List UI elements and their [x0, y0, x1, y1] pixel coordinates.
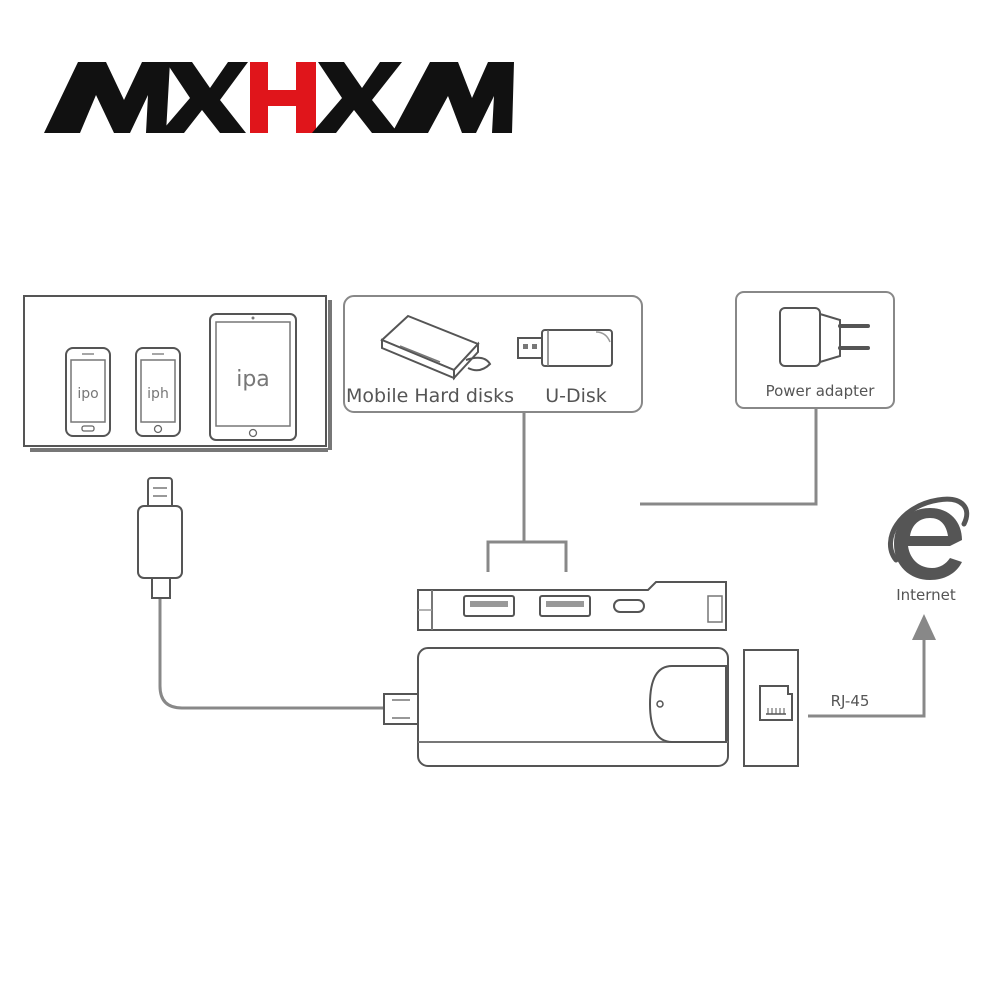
usb-port-1	[463, 595, 515, 617]
internet-arrow-head	[912, 614, 936, 640]
rj45-port-icon	[743, 649, 799, 767]
rj45-label: RJ-45	[831, 692, 870, 710]
brand-logo	[44, 62, 514, 133]
iphone-icon	[135, 347, 181, 437]
connection-lines	[158, 408, 926, 718]
ipod-label: ipo	[77, 386, 98, 402]
hard-disk-icon	[380, 314, 492, 381]
internet-label: Internet	[896, 586, 956, 604]
storage-panel: Mobile Hard disks U-Disk	[343, 295, 643, 413]
apple-devices-panel: ipo iph ipa	[23, 295, 332, 452]
hard-disk-label: Mobile Hard disks	[346, 385, 514, 407]
power-adapter-label: Power adapter	[766, 382, 876, 400]
ipad-label: ipa	[236, 367, 270, 392]
usb-port-2	[539, 595, 591, 617]
iphone-label: iph	[147, 386, 169, 402]
ipod-icon	[65, 347, 111, 437]
power-adapter-icon	[779, 307, 870, 367]
usb-c-power-port	[613, 599, 645, 613]
udisk-label: U-Disk	[545, 385, 607, 407]
udisk-icon	[517, 329, 613, 367]
lightning-connector-icon	[137, 477, 183, 599]
power-adapter-panel: Power adapter	[735, 291, 895, 409]
ipad-icon	[209, 313, 297, 441]
usb-hub-device	[383, 581, 729, 767]
internet-explorer-icon	[888, 496, 970, 580]
